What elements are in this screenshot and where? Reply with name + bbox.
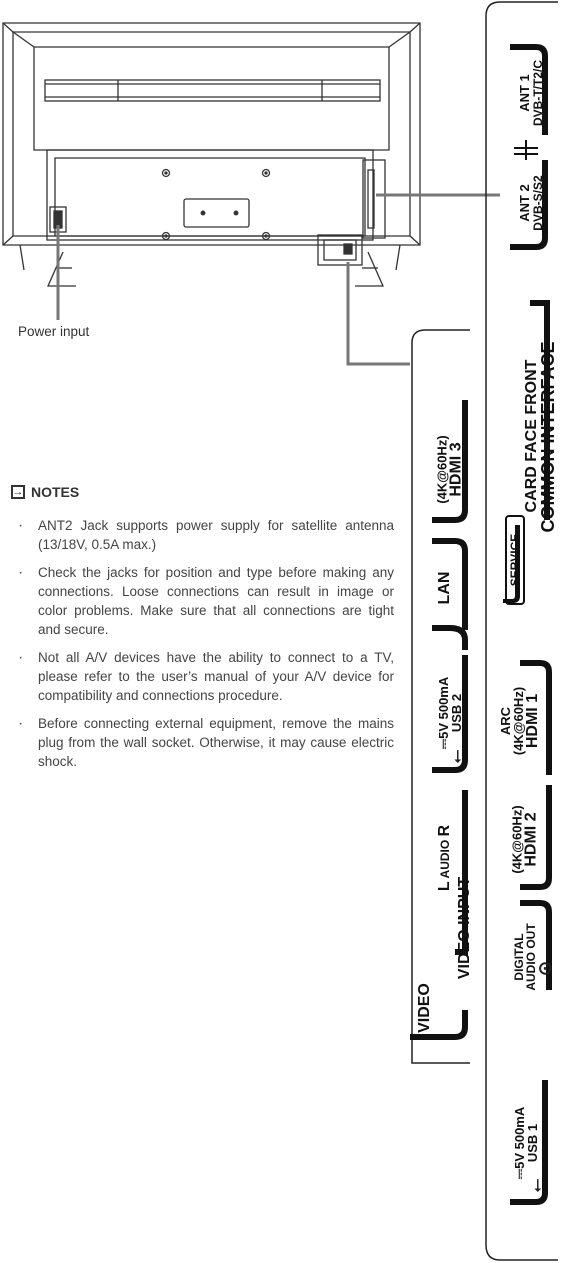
hdmi3-label: (4K@60Hz) HDMI 3 <box>434 435 465 504</box>
ci-bottom-label: COMMON INTERFACE <box>538 341 558 533</box>
coax-symbol-icon <box>514 140 538 160</box>
hdmi1-label: ARC (4K@60Hz) HDMI 1 <box>498 686 541 756</box>
ant2-label: ANT 2 DVB-S/S2 <box>517 175 545 231</box>
mid-panel-brackets <box>410 400 468 1040</box>
power-input-label: Power input <box>18 324 90 339</box>
note-item: Check the jacks for position and type be… <box>14 563 394 639</box>
note-item: ANT2 Jack supports power supply for sate… <box>14 516 394 554</box>
arrow-right-icon: → <box>11 485 25 499</box>
optical-icon: ⊙ <box>535 960 556 977</box>
mid-panel-outline <box>411 329 470 1064</box>
audio-label: L AUDIO R <box>436 824 453 892</box>
video-input-label: VIDEO INPUT <box>456 876 473 980</box>
hdmi2-label: (4K@60Hz) HDMI 2 <box>509 805 540 874</box>
note-item: Not all A/V devices have the ability to … <box>14 648 394 705</box>
side-panel-outline <box>485 1 558 1261</box>
notes-list: ANT2 Jack supports power supply for sate… <box>14 516 394 780</box>
side-panel-brackets <box>503 44 552 1205</box>
callout-lines <box>56 193 500 366</box>
usb1-icon: ⭠ <box>526 1178 547 1193</box>
video-label: VIDEO <box>416 983 433 1033</box>
tv-body <box>2 22 421 287</box>
ant1-label: ANT 1 DVB-T/T2/C <box>517 60 545 126</box>
note-item: Before connecting external equipment, re… <box>14 714 394 771</box>
service-label: SERVICE <box>505 515 525 605</box>
lan-label: LAN <box>436 571 453 605</box>
usb2-icon: ⭠ <box>446 749 467 764</box>
digital-audio-out-label: DIGITAL AUDIO OUT <box>512 923 538 991</box>
notes-heading: → NOTES <box>11 484 80 500</box>
